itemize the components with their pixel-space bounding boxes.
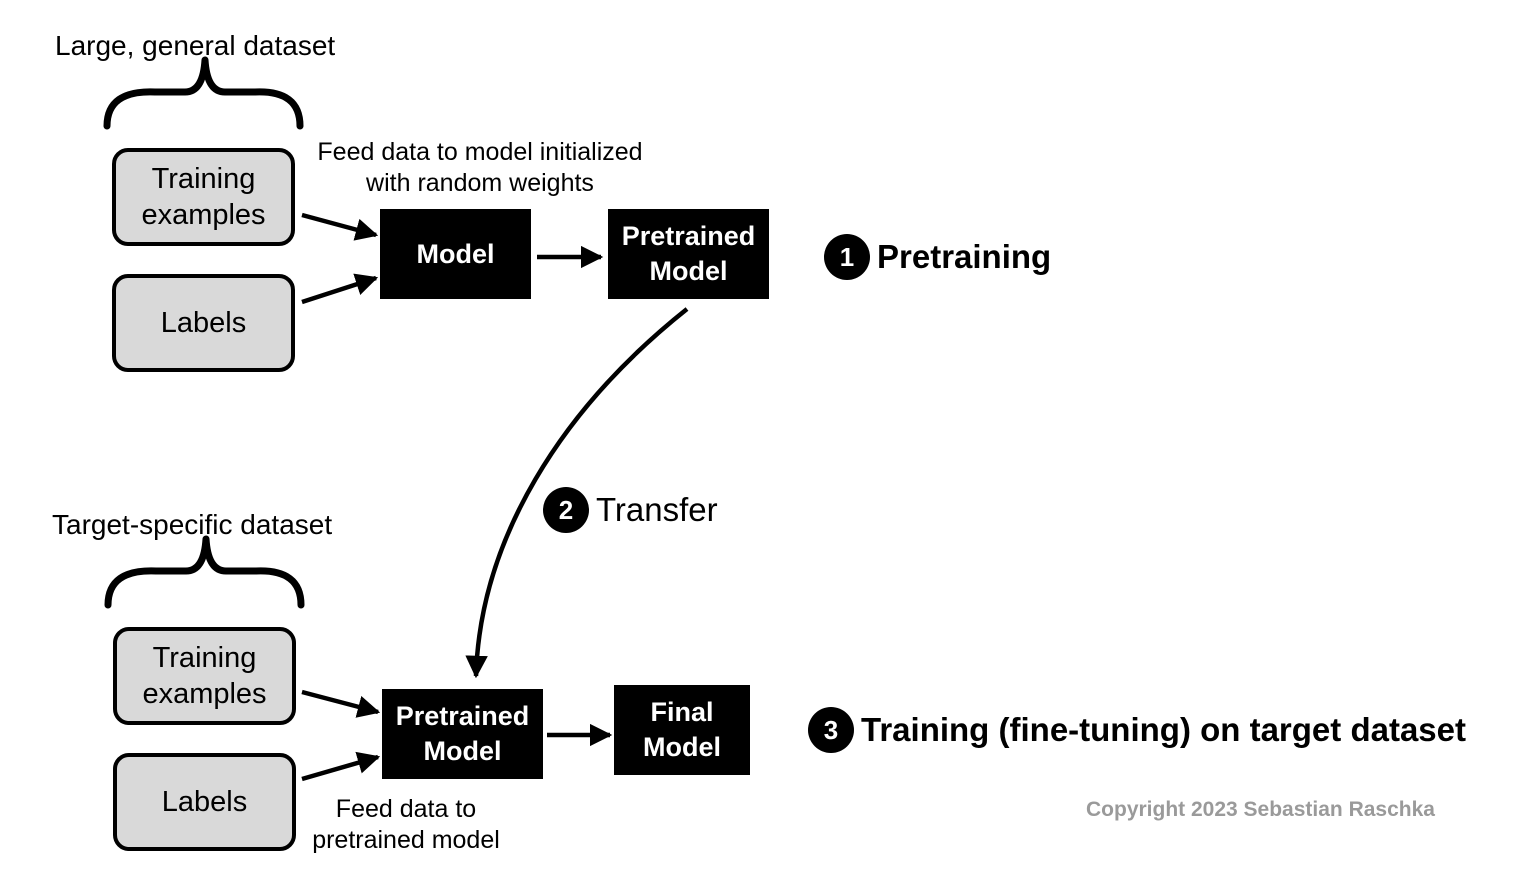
training-examples-label: Training examples (141, 163, 266, 231)
final-model-box: Final Model (614, 685, 750, 775)
training-examples-box: Training examples (113, 627, 296, 725)
pretrained-model-box: Pretrained Model (382, 689, 543, 779)
step-finetuning: 3 Training (fine-tuning) on target datas… (808, 707, 1466, 753)
feed-note-pretrained: Feed data to pretrained model (312, 795, 500, 854)
step-label: Training (fine-tuning) on target dataset (861, 711, 1466, 748)
model-box: Model (380, 209, 531, 299)
dataset-label-target: Target-specific dataset (52, 509, 333, 540)
pretrained-model-label: Pretrained Model (395, 701, 530, 766)
step-pretraining: 1 Pretraining (824, 234, 1051, 280)
step-badge: 1 (824, 234, 870, 280)
arrow-labels-to-pretrained (301, 751, 381, 782)
step-label: Pretraining (877, 238, 1052, 275)
pretrained-model-box: Pretrained Model (608, 209, 769, 299)
pretrained-model-label: Pretrained Model (621, 221, 756, 286)
dataset-label-general: Large, general dataset (55, 30, 336, 61)
arrow-examples-to-pretrained (301, 689, 381, 718)
labels-label: Labels (160, 307, 247, 339)
dataset-brace-top (103, 56, 304, 130)
model-label: Model (416, 238, 495, 269)
step-badge: 2 (543, 487, 589, 533)
training-examples-box: Training examples (112, 148, 295, 246)
training-examples-label: Training examples (142, 642, 267, 710)
arrow-examples-to-model (301, 212, 379, 241)
step-transfer: 2 Transfer (543, 487, 718, 533)
final-model-label: Final Model (643, 697, 721, 762)
labels-box: Labels (112, 274, 295, 372)
labels-box: Labels (113, 753, 296, 851)
step-badge: 3 (808, 707, 854, 753)
arrow-transfer (465, 307, 689, 679)
step-label: Transfer (596, 491, 718, 528)
arrow-labels-to-model (301, 273, 379, 305)
dataset-brace-bottom (104, 535, 305, 609)
copyright-notice: Copyright 2023 Sebastian Raschka (1086, 798, 1435, 821)
labels-label: Labels (161, 786, 248, 818)
feed-note-random: Feed data to model initialized with rand… (317, 138, 643, 197)
